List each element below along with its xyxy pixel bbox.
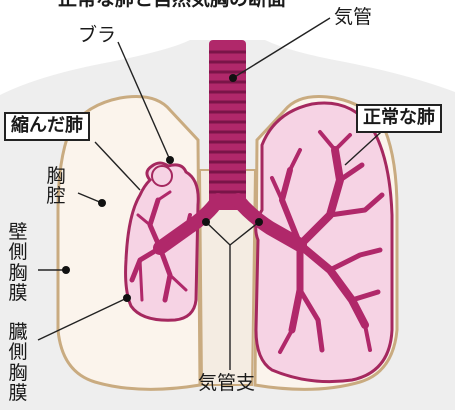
normal-lung-label: 正常な肺 bbox=[356, 104, 442, 133]
bulla-label: ブラ bbox=[78, 26, 116, 45]
collapsed-lung-label: 縮んだ肺 bbox=[4, 112, 90, 141]
visceral-pleura-label: 臓側胸膜 bbox=[8, 322, 28, 403]
normal-lung bbox=[256, 103, 392, 382]
bulla bbox=[152, 166, 172, 186]
trachea bbox=[209, 40, 246, 210]
pleural-cavity-label: 胸腔 bbox=[46, 166, 66, 207]
diagram-title: 正常な肺と自然気胸の断面 bbox=[58, 0, 286, 9]
parietal-pleura-label: 壁側胸膜 bbox=[8, 222, 28, 303]
bronchi-label: 気管支 bbox=[198, 374, 255, 393]
trachea-label: 気管 bbox=[334, 8, 372, 27]
